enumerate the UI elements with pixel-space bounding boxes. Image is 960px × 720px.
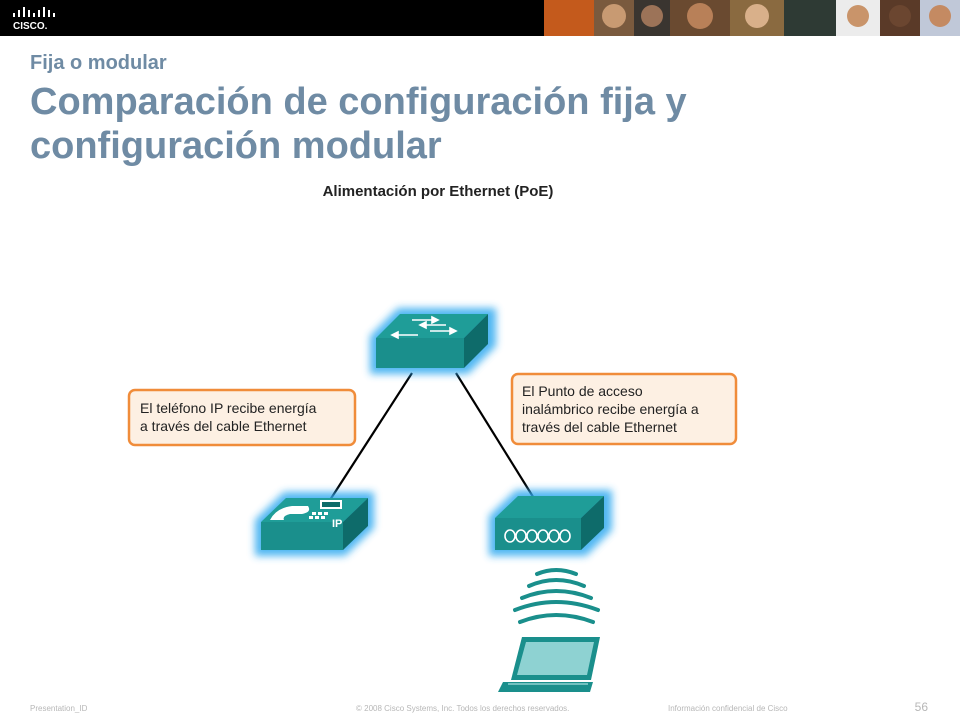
- callout-ap-line1: El Punto de acceso: [522, 383, 643, 399]
- wireless-signal-icon: [513, 568, 600, 624]
- cable-to-access-point: [455, 372, 536, 501]
- section-kicker: Fija o modular: [30, 52, 167, 74]
- switch-icon: [370, 308, 496, 374]
- cable-to-phone: [329, 372, 413, 501]
- page-title: Comparación de configuración fija y conf…: [30, 81, 687, 167]
- laptop-icon: [498, 637, 600, 692]
- phone-ip-label: IP: [332, 518, 342, 530]
- callout-phone-line2: a través del cable Ethernet: [140, 418, 307, 434]
- callout-ap-line2: inalámbrico recibe energía a: [522, 401, 699, 417]
- callout-access-point: El Punto de acceso inalámbrico recibe en…: [510, 372, 738, 446]
- footer-copyright: © 2008 Cisco Systems, Inc. Todos los der…: [356, 704, 570, 713]
- callout-ap-line3: través del cable Ethernet: [522, 419, 677, 435]
- cisco-logo: CISCO.: [13, 7, 55, 32]
- callout-phone-line1: El teléfono IP recibe energía: [140, 400, 317, 416]
- access-point-icon: [489, 490, 612, 556]
- ip-phone-icon: IP: [255, 492, 374, 556]
- top-banner: CISCO.: [0, 0, 960, 36]
- poe-diagram: Alimentación por Ethernet (PoE) El teléf…: [127, 183, 738, 692]
- callout-ip-phone: El teléfono IP recibe energía a través d…: [127, 388, 357, 447]
- diagram-heading: Alimentación por Ethernet (PoE): [323, 183, 554, 200]
- footer-confidential: Información confidencial de Cisco: [668, 704, 788, 713]
- svg-text:CISCO.: CISCO.: [13, 21, 48, 32]
- footer-presentation-id: Presentation_ID: [30, 704, 88, 713]
- page-number: 56: [914, 700, 928, 714]
- people-photo-strip: [544, 0, 960, 36]
